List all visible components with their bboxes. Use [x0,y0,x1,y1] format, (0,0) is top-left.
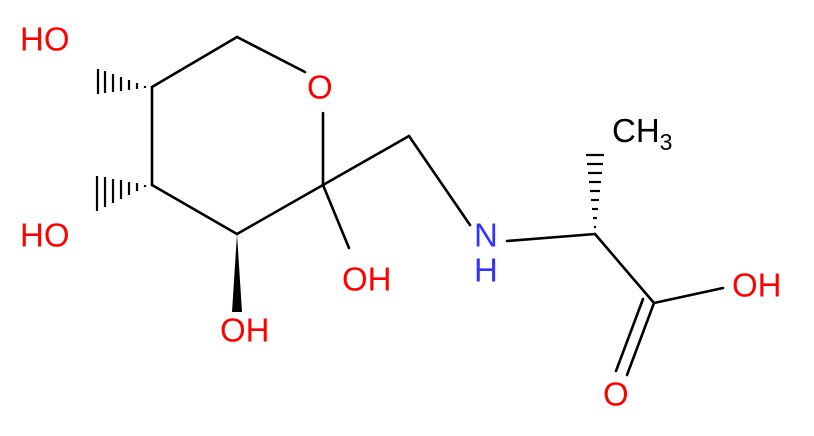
bond-ring-c1-c3 [150,35,239,89]
atom-oh-bottom: OH [220,312,270,349]
hashed-bond-calpha-ch3 [586,153,604,229]
hashed-bond-c3-ho-top [96,69,147,94]
bond-calpha-ccarboxyl [593,232,656,305]
atom-o-carbonyl: O [603,376,629,413]
bond-ring-c4-c5 [150,183,239,236]
atom-oh-acid: OH [732,267,782,304]
bond-ccarboxyl-oh [652,286,725,305]
atom-ch3: CH3 [612,112,672,155]
atom-h-amine: H [474,252,498,289]
bond-c2-oh [321,183,351,250]
atom-oh-anomeric: OH [342,261,392,298]
atom-o-ring: O [307,69,333,106]
atom-n-amine: N [474,217,498,254]
hashed-bond-c4-ho-left [95,176,147,211]
atom-ho-top: HO [20,21,70,58]
bond-n-calpha [505,232,597,243]
atom-ho-left: HO [20,217,70,254]
bond-c2-ch2 [321,134,411,187]
wedge-bond-c5-oh-bottom [232,234,242,312]
bond-ring-o-c1 [235,35,307,74]
bond-ccarboxyl-o-double-a [625,301,656,377]
bond-ring-c5-c2 [235,183,325,236]
bond-ccarboxyl-o-double-b [614,297,645,373]
bond-ch2-n [407,134,472,227]
